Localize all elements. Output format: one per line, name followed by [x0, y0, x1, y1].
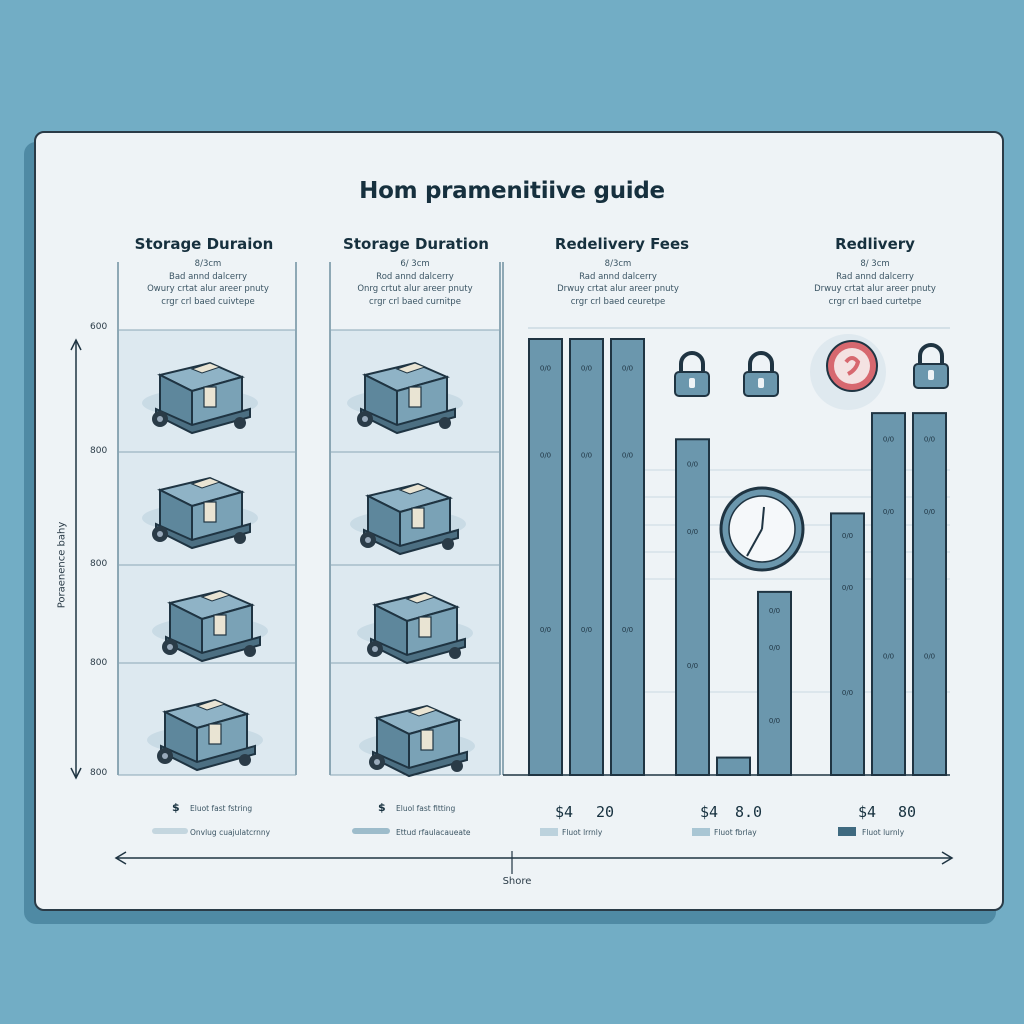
bar-value-label: 0/0: [687, 528, 698, 536]
bar-value-label: 0/0: [540, 626, 551, 634]
bar-value-label: 0/0: [769, 607, 780, 615]
legend-swatch: [692, 828, 710, 836]
column-header-storage-2: Storage Duration: [343, 235, 489, 253]
bar-value-label: 0/0: [842, 584, 853, 592]
legend-dollar: $: [172, 801, 180, 814]
bar-value-label: 0/0: [540, 364, 551, 372]
bar-value-label: 0/0: [883, 653, 894, 661]
legend-label: Eluol fast fitting: [396, 804, 456, 813]
price-value: 20: [596, 803, 615, 821]
column-header-redelivery: Redlivery: [835, 235, 915, 253]
bar-1-3: [610, 338, 645, 776]
bar-value-label: 0/0: [622, 364, 633, 372]
column-header-redelivery-fees: Redelivery Fees: [554, 235, 690, 253]
x-axis-arrow: [114, 851, 954, 874]
bar-1-2: [569, 338, 604, 776]
bar-1-1: [528, 338, 563, 776]
legend-label: Eluot fast fstring: [190, 804, 253, 813]
legend-swatch: [152, 828, 188, 834]
bar-3-3: [912, 412, 947, 776]
price-amount: $4: [858, 803, 877, 821]
bar-value-label: 0/0: [842, 532, 853, 540]
bar-3-2: [871, 412, 906, 776]
x-axis-label: Shore: [502, 876, 532, 887]
legend-sublabel: Onvlug cuajulatcrnny: [190, 828, 271, 837]
price-value: 8.0: [735, 803, 763, 821]
bar-value-label: 0/0: [769, 717, 780, 725]
bar-value-label: 0/0: [924, 508, 935, 516]
bar-value-label: 0/0: [581, 626, 592, 634]
price-amount: $4: [555, 803, 574, 821]
bar-value-label: 0/0: [540, 452, 551, 460]
bar-series: 0/0 0/0 0/0 0/0 0/0 0/0 0/0 0/0 0/0 0/0 0/0 0/0 0/0 0…: [528, 338, 947, 777]
bar-value-label: 0/0: [622, 626, 633, 634]
bar-value-label: 0/0: [687, 461, 698, 469]
lock-icon: [742, 351, 780, 398]
bar-2-1: [675, 438, 710, 776]
bar-value-label: 0/0: [924, 653, 935, 661]
bar-value-label: 0/0: [581, 364, 592, 372]
bar-value-label: 0/0: [769, 644, 780, 652]
price-sublabel: Fluot lurnly: [862, 828, 905, 837]
y-axis-label: Poraenence bahy: [56, 521, 68, 609]
bar-value-label: 0/0: [883, 436, 894, 444]
column-header-storage-1: Storage Duraion: [134, 235, 274, 253]
y-tick-label: 800: [90, 559, 108, 569]
bar-2-2: [716, 756, 751, 776]
lock-icon: [912, 343, 950, 390]
bar-value-label: 0/0: [924, 436, 935, 444]
bar-value-label: 0/0: [687, 662, 698, 670]
y-tick-label: 800: [90, 658, 108, 668]
price-amount: $4: [700, 803, 719, 821]
legend-swatch: [352, 828, 390, 834]
page-title: Hom pramenitiive guide: [359, 178, 665, 204]
bar-3-1: [830, 512, 865, 777]
bar-value-label: 0/0: [842, 689, 853, 697]
heart-badge-icon: [810, 334, 886, 410]
y-tick-label: 800: [90, 446, 108, 456]
y-axis-arrow: [70, 338, 82, 780]
y-tick-label: 600: [90, 322, 108, 332]
price-sublabel: Fluot fbrlay: [714, 828, 757, 837]
legend-swatch: [540, 828, 558, 836]
lock-icon: [673, 351, 711, 398]
bar-value-label: 0/0: [883, 508, 894, 516]
legend-swatch: [838, 827, 856, 836]
price-value: 80: [898, 803, 917, 821]
bar-2-3: [757, 590, 792, 776]
clock-icon: [719, 486, 805, 572]
legend-sublabel: Ettud rfaulacaueate: [396, 828, 471, 837]
bar-value-label: 0/0: [581, 452, 592, 460]
price-sublabel: Fluot lrrnly: [562, 828, 603, 837]
bar-value-label: 0/0: [622, 452, 633, 460]
legend-dollar: $: [378, 801, 386, 814]
y-tick-label: 800: [90, 768, 108, 778]
